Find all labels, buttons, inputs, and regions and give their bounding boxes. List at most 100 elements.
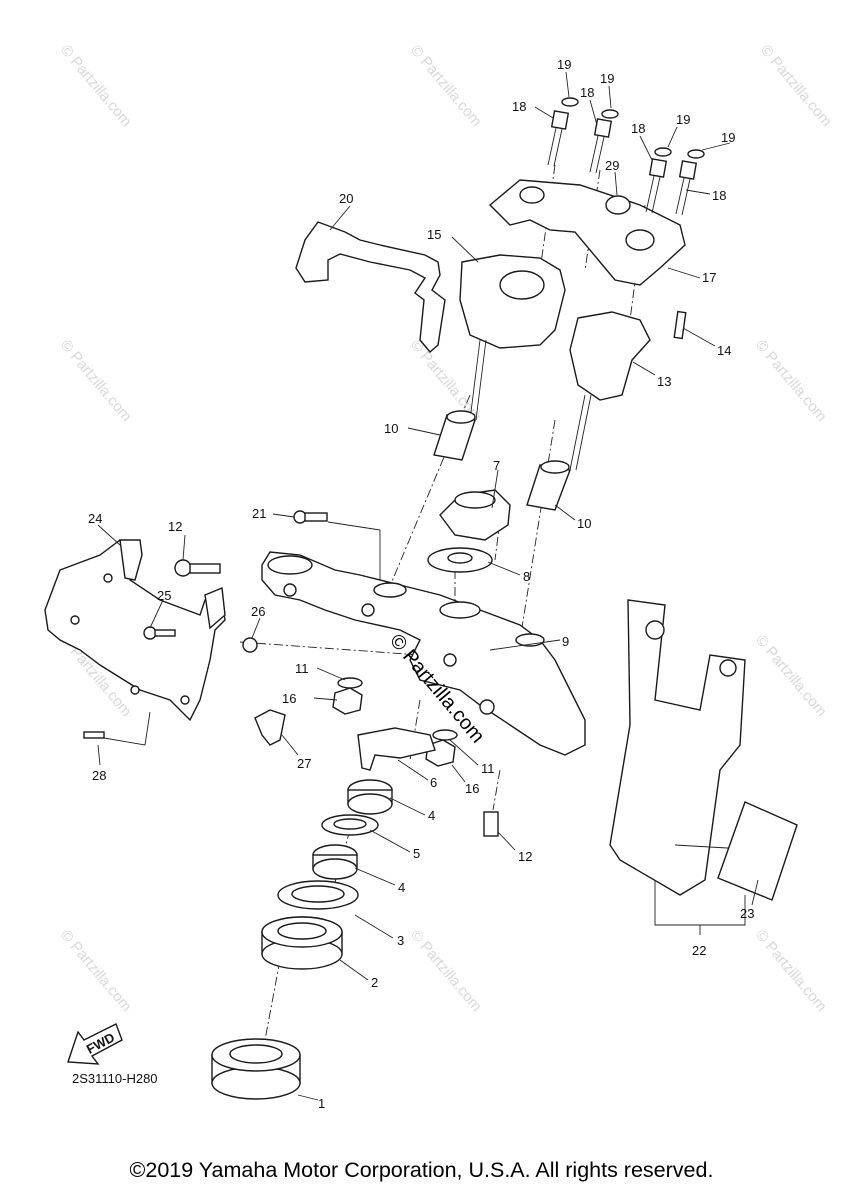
part-28-screw bbox=[83, 731, 105, 739]
part-24-hole bbox=[70, 615, 80, 625]
callout-10: 10 bbox=[577, 516, 591, 531]
part-15-handlebar-holder bbox=[459, 254, 566, 349]
callout-24: 24 bbox=[88, 511, 102, 526]
part-20-bracket bbox=[295, 221, 446, 353]
part-23-label bbox=[717, 801, 798, 901]
callout-3: 3 bbox=[397, 933, 404, 948]
callout-12: 12 bbox=[518, 849, 532, 864]
part-26-nut bbox=[242, 637, 258, 653]
watermark: © Partzilla.com bbox=[57, 337, 135, 425]
callout-23: 23 bbox=[740, 906, 754, 921]
part-9-hole bbox=[361, 603, 375, 617]
callout-2: 2 bbox=[371, 975, 378, 990]
leader-lines bbox=[97, 71, 759, 1101]
part-7-nut-top bbox=[454, 491, 496, 509]
callout-14: 14 bbox=[717, 343, 731, 358]
callout-5: 5 bbox=[413, 846, 420, 861]
callout-26: 26 bbox=[251, 604, 265, 619]
callout-17: 17 bbox=[702, 270, 716, 285]
watermark: © Partzilla.com bbox=[752, 927, 830, 1015]
part-9-hole bbox=[479, 699, 495, 715]
part-9-bore bbox=[439, 601, 481, 619]
caps-19 bbox=[561, 97, 705, 159]
part-1-bearing-hole bbox=[229, 1044, 283, 1064]
callout-28: 28 bbox=[92, 768, 106, 783]
callout-22: 22 bbox=[692, 943, 706, 958]
callout-21: 21 bbox=[252, 506, 266, 521]
part-9-hole bbox=[443, 653, 457, 667]
callout-29: 29 bbox=[605, 158, 619, 173]
part-25-bolt-head bbox=[143, 626, 157, 640]
callout-16: 16 bbox=[282, 691, 296, 706]
part-22-hole bbox=[645, 620, 665, 640]
callout-19: 19 bbox=[676, 112, 690, 127]
part-8-washer-hole bbox=[447, 552, 473, 564]
callout-18: 18 bbox=[712, 188, 726, 203]
callout-10: 10 bbox=[384, 421, 398, 436]
part-12-bolt-head bbox=[174, 559, 192, 577]
part-21-bolt-shank bbox=[304, 512, 328, 522]
part-24-hole bbox=[103, 573, 113, 583]
part-25-bolt-shank bbox=[154, 629, 176, 637]
callout-19: 19 bbox=[557, 57, 571, 72]
part-4-ring-nut-bottom bbox=[347, 793, 393, 815]
part-16-nut bbox=[332, 687, 363, 715]
part-15-bore bbox=[499, 270, 545, 300]
callout-25: 25 bbox=[157, 588, 171, 603]
part-24-hole bbox=[130, 685, 140, 695]
part-11-washer bbox=[432, 729, 458, 741]
part-9-hole bbox=[283, 583, 297, 597]
watermark: © Partzilla.com bbox=[752, 632, 830, 720]
part-24-hole bbox=[180, 695, 190, 705]
part-12-bolt-lower bbox=[483, 811, 499, 837]
callout-20: 20 bbox=[339, 191, 353, 206]
callout-1: 1 bbox=[318, 1096, 325, 1111]
watermark: © Partzilla.com bbox=[407, 927, 485, 1015]
part-29-cap bbox=[605, 195, 631, 215]
fwd-arrow: FWD bbox=[67, 1023, 123, 1065]
callout-6: 6 bbox=[430, 775, 437, 790]
part-14-pin bbox=[673, 310, 687, 340]
part-3-seal-hole bbox=[291, 885, 345, 903]
callout-11: 11 bbox=[295, 661, 309, 676]
part-9-upper-bracket bbox=[261, 551, 586, 756]
part-6-plate bbox=[357, 727, 436, 771]
callout-8: 8 bbox=[523, 569, 530, 584]
fwd-label: FWD bbox=[84, 1030, 117, 1057]
callout-18: 18 bbox=[512, 99, 526, 114]
part-9-bore bbox=[267, 555, 313, 575]
callout-13: 13 bbox=[657, 374, 671, 389]
part-12-bolt-shank bbox=[189, 563, 221, 574]
watermark: © Partzilla.com bbox=[407, 337, 485, 425]
part-2-bearing-hole bbox=[277, 922, 327, 940]
callout-27: 27 bbox=[297, 756, 311, 771]
part-11-washer bbox=[337, 677, 363, 689]
part-13-handlebar-holder bbox=[569, 311, 651, 401]
callout-9: 9 bbox=[562, 634, 569, 649]
callout-18: 18 bbox=[580, 85, 594, 100]
callout-18: 18 bbox=[631, 121, 645, 136]
callout-11: 11 bbox=[481, 761, 495, 776]
watermark: © Partzilla.com bbox=[57, 42, 135, 130]
part-24-tab bbox=[204, 586, 226, 630]
callout-4: 4 bbox=[398, 880, 405, 895]
callout-19: 19 bbox=[600, 71, 614, 86]
part-10-damper-top bbox=[446, 410, 476, 424]
part-17-hole bbox=[625, 229, 655, 251]
callout-19: 19 bbox=[721, 130, 735, 145]
part-5-washer-hole bbox=[333, 818, 367, 830]
callout-15: 15 bbox=[427, 227, 441, 242]
part-9-bore bbox=[373, 582, 407, 598]
part-1-bearing-bottom bbox=[211, 1066, 301, 1100]
callout-16: 16 bbox=[465, 781, 479, 796]
bolts-18 bbox=[547, 110, 698, 216]
part-4-ring-nut-bottom bbox=[312, 858, 358, 880]
diagram-code: 2S31110-H280 bbox=[72, 1071, 158, 1086]
part-22-cover bbox=[609, 599, 746, 896]
part-10-damper-top bbox=[540, 460, 570, 474]
copyright-notice: ©2019 Yamaha Motor Corporation, U.S.A. A… bbox=[129, 1158, 714, 1182]
part-21-bolt-head bbox=[293, 510, 307, 524]
part-27-clamp bbox=[254, 709, 286, 746]
watermark: © Partzilla.com bbox=[752, 337, 830, 425]
